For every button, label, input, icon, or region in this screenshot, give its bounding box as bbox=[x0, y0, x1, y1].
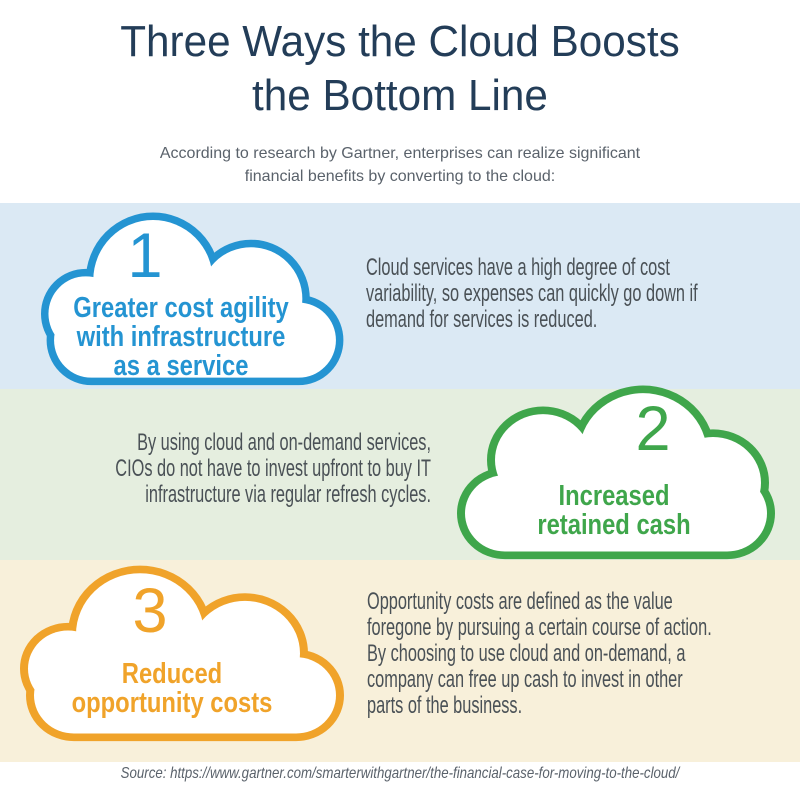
cloud-icon bbox=[41, 212, 344, 386]
section-2-number: 2 bbox=[635, 394, 671, 464]
cloud-icon bbox=[457, 385, 775, 560]
cloud-icon bbox=[20, 565, 344, 742]
section-3-number: 3 bbox=[132, 576, 168, 646]
subtitle: According to research by Gartner, enterp… bbox=[159, 145, 641, 186]
section-2-label: Increased retained cash bbox=[537, 480, 691, 541]
cloud-1: 1 Greater cost agility with infrastructu… bbox=[41, 205, 349, 388]
section-1-number: 1 bbox=[127, 221, 163, 291]
section-3-paragraph: Opportunity costs are defined as the val… bbox=[367, 588, 712, 719]
source-line: Source: https://www.gartner.com/smarterw… bbox=[120, 765, 680, 782]
cloud-2: 2 Increased retained cash bbox=[451, 376, 781, 562]
section-3-label: Reduced opportunity costs bbox=[71, 658, 273, 719]
section-1-paragraph: Cloud services have a high degree of cos… bbox=[366, 254, 698, 333]
section-1-label: Greater cost agility with infrastructure… bbox=[73, 292, 289, 382]
cloud-3: 3 Reduced opportunity costs bbox=[20, 558, 350, 744]
page-title: Three Ways the Cloud Boosts the Bottom L… bbox=[120, 17, 680, 120]
section-2-paragraph: By using cloud and on-demand services, C… bbox=[115, 429, 431, 508]
